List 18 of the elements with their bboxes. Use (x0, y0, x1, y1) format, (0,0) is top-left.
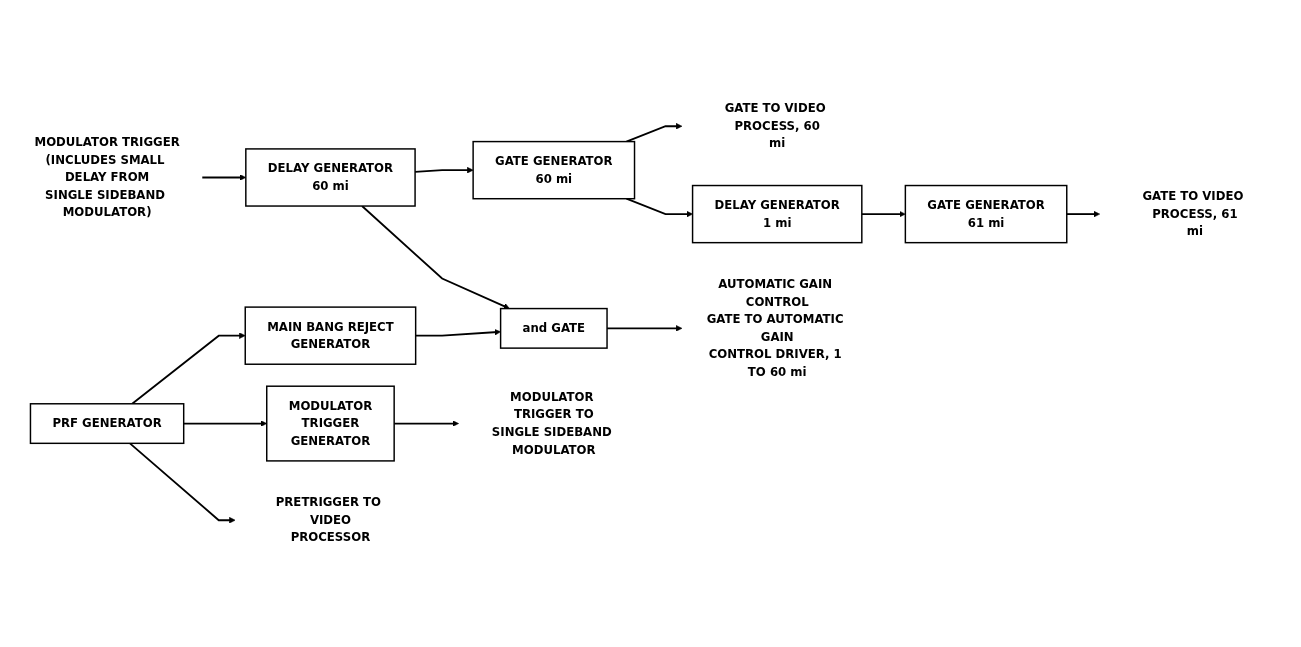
node-box: and GATE (499, 308, 608, 350)
arrow (200, 174, 246, 181)
node-text: MODULATOR TRIGGER TO SINGLE SIDEBAND MODULATOR (491, 390, 612, 457)
node-text: PRETRIGGER TO VIDEO PROCESSOR (275, 495, 381, 545)
node-box: DELAY GENERATOR 60 mi (244, 148, 416, 208)
node-box: GATE GENERATOR 61 mi (904, 185, 1067, 244)
node-box: PRF GENERATOR (29, 403, 184, 445)
node-text: GATE TO VIDEO PROCESS, 61 mi (1141, 189, 1243, 239)
arrow (360, 205, 510, 310)
node-text: GATE TO VIDEO PROCESS, 60 mi (724, 101, 826, 151)
arrow (128, 442, 236, 524)
node-text: MODULATOR TRIGGER (INCLUDES SMALL DELAY FROM SINGLE SIDEBAND MODULATOR) (33, 135, 180, 220)
node-box: MODULATOR TRIGGER GENERATOR (265, 385, 395, 462)
arrow (625, 123, 682, 143)
node-box: GATE GENERATOR 60 mi (471, 141, 635, 200)
node-box: DELAY GENERATOR 1 mi (691, 185, 863, 244)
node-text: AUTOMATIC GAIN CONTROL GATE TO AUTOMATIC GAIN CONTROL DRIVER, 1 TO 60 mi (706, 277, 844, 380)
node-box: MAIN BANG REJECT GENERATOR (244, 306, 416, 366)
